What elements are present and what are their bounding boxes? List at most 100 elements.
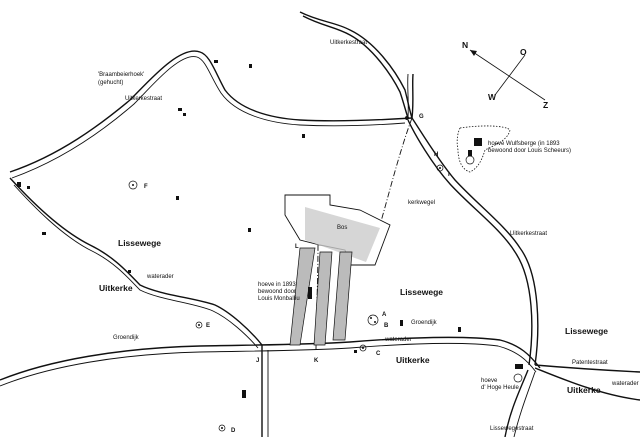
region-uitkerke-east: Uitkerke [567,385,601,395]
marker-dot-f [132,184,134,186]
hamlet-name: 'Braambeierhoek' [98,72,144,78]
building [27,186,30,189]
building [354,350,357,353]
compass-arrow-icon [470,50,477,56]
point-g: G [419,114,424,120]
marker-dot-d [221,427,223,429]
compass-label-w: W [488,92,497,102]
building [400,320,403,326]
road-to-top-right [411,73,414,119]
building [176,196,179,200]
building [468,150,472,156]
road-lissewegestraat-inner [513,371,536,437]
region-lissewege-center: Lissewege [400,287,443,297]
point-d: D [231,428,236,434]
building [42,232,46,235]
compass-rose: N Z O W [462,40,548,110]
compass-label-n: N [462,40,468,50]
buildings [17,60,523,398]
farm-monballiu-line2: bewoond door [258,289,296,295]
road-west-to-lissewege-inner [13,184,259,349]
marker-dot-e [198,324,200,326]
marker-circle-hoge-heule [513,373,523,383]
road-patentestraat [534,364,640,373]
area-bos: Bos [337,225,347,231]
point-b: B [384,323,389,329]
building [17,182,21,187]
region-lissewege-east: Lissewege [565,326,608,336]
building [178,108,182,111]
water-label-1: waterader [146,274,174,280]
point-e: E [206,323,210,329]
point-c: C [376,351,381,357]
farm-monballiu-line3: Louis Monballiu [258,296,300,302]
building [242,390,246,398]
point-j: J [256,358,259,364]
street-uitkerkestraat-top: Uitkerkestraat [330,40,367,46]
farm-monballiu-line1: hoeve in 1893 [258,282,296,288]
marker-circle-a [367,314,379,326]
farm-hoge-heule-line1: hoeve [481,378,498,384]
region-uitkerke-center: Uitkerke [396,355,430,365]
marker-circle-d [218,424,226,432]
street-lissewegestraat: Lissewegestraat [490,426,534,432]
road-west-to-lissewege [9,177,263,346]
point-i: I [448,172,450,178]
marker-dot-h [439,167,441,169]
street-uitkerkestraat-right: Uitkerkestraat [510,231,547,237]
building [302,134,305,138]
building [308,287,312,299]
marker-circle-f [128,180,138,190]
kerkwegel-path [379,117,413,226]
farm-hoge-heule-line2: d' Hoge Heule [481,385,520,391]
street-uitkerkestraat-left: Uitkerkestraat [125,96,162,102]
road-network [0,11,640,437]
marker-circle-e [195,321,203,329]
building [515,364,523,369]
building [248,228,251,232]
marker-dot-c [362,347,364,349]
compass-label-o: O [520,47,527,57]
road-lissewegestraat [504,369,529,437]
marker-circle-wulfsberge [465,155,475,165]
road-uitkerkestraat-north [299,11,413,119]
farm-wulfsberge-line2: bewoond door Louis Scheeurs) [488,148,571,154]
compass-label-z: Z [543,100,548,110]
water-label-2: waterader [384,337,412,343]
road-northwest-loop-inner [11,56,406,179]
building [249,64,252,68]
road-uitkerkestraat-east-inner [407,119,533,366]
region-lissewege-west: Lissewege [118,238,161,248]
road-uitkerkestraat-north-inner [302,15,409,119]
marker-dot-g [405,116,409,120]
point-h: H [434,152,438,158]
marker-circle-h [436,164,444,172]
point-l: L [295,244,299,250]
building [458,327,461,332]
road-northwest-loop [9,50,413,173]
street-groendijk-right: Groendijk [411,320,438,326]
street-patentestraat: Patentestraat [572,360,608,366]
building [474,138,482,146]
marker-dot-a [370,317,372,319]
farm-wulfsberge-line1: hoeve Wulfsberge (in 1893 [488,141,560,147]
path-kerkwegel: kerkwegel [408,200,435,206]
region-uitkerke-west: Uitkerke [99,283,133,293]
point-a: A [382,312,387,318]
bos-area [284,194,391,346]
wulfsberge-enclosure [456,125,511,173]
compass-axis-ow [494,54,526,96]
compass-axis-nz [469,49,546,101]
road-to-uitkerke-east [534,367,640,401]
point-k: K [314,358,319,364]
building [128,270,131,273]
marker-circle-c [359,344,367,352]
water-label-3: waterader [611,381,639,387]
road-uitkerkestraat-east [411,117,539,366]
hamlet-type: (gehucht) [98,80,123,86]
point-f: F [144,184,148,190]
marker-dot-b [374,321,376,323]
road-to-top-right-inner [407,73,409,119]
building [183,113,186,116]
street-groendijk-left: Groendijk [113,335,140,341]
